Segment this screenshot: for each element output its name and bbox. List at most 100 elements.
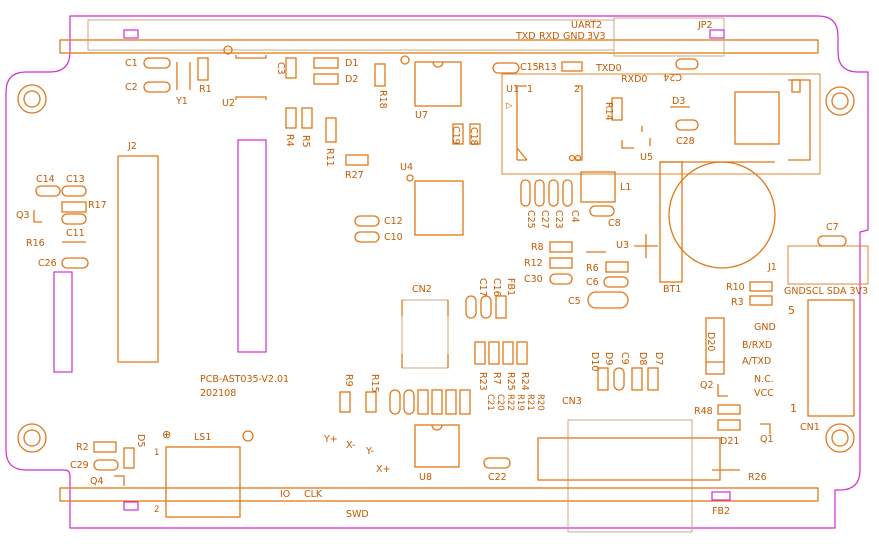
c14-label: C14 <box>36 174 55 185</box>
d20-label: D20 <box>705 332 716 351</box>
r12-label: R12 <box>524 258 543 269</box>
rxd0-label: RXD0 <box>621 74 647 85</box>
svg-text:▷: ▷ <box>506 101 513 111</box>
j1-pin-labels: GNDSCL SDA 3V3 <box>784 286 868 297</box>
l1-label: L1 <box>620 182 631 193</box>
c9-label: C9 <box>619 352 630 365</box>
c29-label: C29 <box>70 460 89 471</box>
j2-connector: J2 <box>117 139 267 363</box>
jp2-label: JP2 <box>697 20 713 31</box>
x-minus-label: X- <box>346 440 355 451</box>
j1-label: J1 <box>767 262 777 273</box>
c13-label: C13 <box>66 174 85 185</box>
y-plus-label: Y+ <box>323 434 338 445</box>
uart2-pin-rxd: RXD <box>539 31 559 42</box>
crystal-section: C1 C2 Y1 R1 U2 C3 D1 D2 R18 <box>125 45 410 109</box>
c26-label: C26 <box>38 258 57 269</box>
mounting-holes <box>17 84 855 453</box>
r3-label: R3 <box>731 297 744 308</box>
swd-label: SWD <box>346 509 369 520</box>
x-plus-label: X+ <box>376 464 390 475</box>
board-name: PCB-AST035-V2.01 <box>200 374 289 385</box>
mounting-hole-br <box>825 423 855 453</box>
bt1-label: BT1 <box>663 284 681 295</box>
ls1-buzzer: ⊕ LS1 1 2 R2 D5 C29 Q4 <box>70 428 254 518</box>
u8-chip: U8 <box>414 424 460 483</box>
r4-r5-r11-group: R4 R5 R11 C19 C18 <box>284 107 481 167</box>
cn1-a-txd-label: A/TXD <box>742 356 771 367</box>
c21-label: C21 <box>485 394 495 411</box>
r13-label: R13 <box>538 62 557 73</box>
c24-label: C24 <box>663 71 682 82</box>
d5-label: D5 <box>135 434 146 447</box>
c19-label: C19 <box>450 126 461 145</box>
uart2-header: UART2 TXD RXD GND 3V3 JP2 <box>59 17 819 57</box>
y-minus-label: Y- <box>365 446 374 457</box>
d3-label: D3 <box>672 96 685 107</box>
c17-label: C17 <box>477 278 488 297</box>
cn1-gnd-label: GND <box>754 322 776 333</box>
r6-label: R6 <box>586 263 599 274</box>
swd-io-label: IO <box>280 489 290 500</box>
r17-label: R17 <box>88 200 107 211</box>
cn3-label: CN3 <box>562 396 582 407</box>
r21-label: R21 <box>525 394 535 411</box>
bt1-battery: BT1 <box>659 161 776 295</box>
u1-pin-1: 1 <box>527 84 533 95</box>
cn1-vcc-label: VCC <box>754 388 774 399</box>
svg-text:⊕: ⊕ <box>162 428 171 441</box>
cn2-label: CN2 <box>412 284 432 295</box>
c2-label: C2 <box>125 82 138 93</box>
u7-label: U7 <box>415 110 428 121</box>
c12-label: C12 <box>384 216 403 227</box>
u8-label: U8 <box>419 472 432 483</box>
r9-label: R9 <box>343 374 354 387</box>
d8-label: D8 <box>637 352 648 365</box>
r5-label: R5 <box>300 135 311 148</box>
r2-label: R2 <box>76 442 89 453</box>
r19-label: R19 <box>515 394 525 411</box>
fb2-label: FB2 <box>712 506 730 517</box>
l1-area: C25 C27 C23 C4 L1 C8 R8 R12 C30 U3 R6 C6… <box>520 171 658 309</box>
u1-pin-2: 2 <box>574 84 580 95</box>
board-outline <box>5 15 869 529</box>
r11-label: R11 <box>324 148 335 167</box>
u4-area: R27 U4 C12 C10 <box>345 154 464 243</box>
r27-label: R27 <box>345 170 364 181</box>
cn1-label: CN1 <box>800 422 820 433</box>
c28-label: C28 <box>676 136 695 147</box>
mounting-hole-tr <box>825 86 855 116</box>
diode-row: D10 D9 C9 D8 D7 <box>589 352 664 391</box>
u1-module: C15 R13 TXD0 C24 RXD0 U1 1 2 ▷ R14 U5 D3… <box>492 58 821 175</box>
d7-label: D7 <box>653 352 664 365</box>
r22-label: R22 <box>505 394 515 411</box>
r8-label: R8 <box>531 242 544 253</box>
d2-label: D2 <box>345 74 358 85</box>
cn2-area: CN2 C17 C16 FB1 <box>401 278 516 369</box>
q2-label: Q2 <box>700 380 714 391</box>
c25-label: C25 <box>525 210 536 229</box>
r23-label: R23 <box>477 372 488 391</box>
j2-label: J2 <box>127 141 137 152</box>
r48-label: R48 <box>694 406 713 417</box>
u2-label: U2 <box>222 98 235 109</box>
u3-label: U3 <box>616 240 629 251</box>
swd-clk-label: CLK <box>304 489 323 500</box>
c1-label: C1 <box>125 58 138 69</box>
uart2-label: UART2 <box>571 20 602 31</box>
c23-label: C23 <box>553 210 564 229</box>
c4-label: C4 <box>569 210 580 223</box>
j1-pin-5: 5 <box>788 304 795 317</box>
ls1-pin-2: 2 <box>154 505 159 515</box>
j1-connector: C7 J1 GNDSCL SDA 3V3 R10 R3 5 <box>726 222 869 317</box>
mounting-hole-bl <box>17 423 47 453</box>
fb1-label: FB1 <box>505 278 516 296</box>
c15-label: C15 <box>520 62 539 73</box>
c3-label: C3 <box>275 62 286 75</box>
uart2-pin-gnd: GND <box>563 31 585 42</box>
c22-label: C22 <box>488 472 507 483</box>
r7-label: R7 <box>491 372 502 385</box>
r25-label: R25 <box>505 372 516 391</box>
cn1-nc-label: N.C. <box>754 374 774 385</box>
